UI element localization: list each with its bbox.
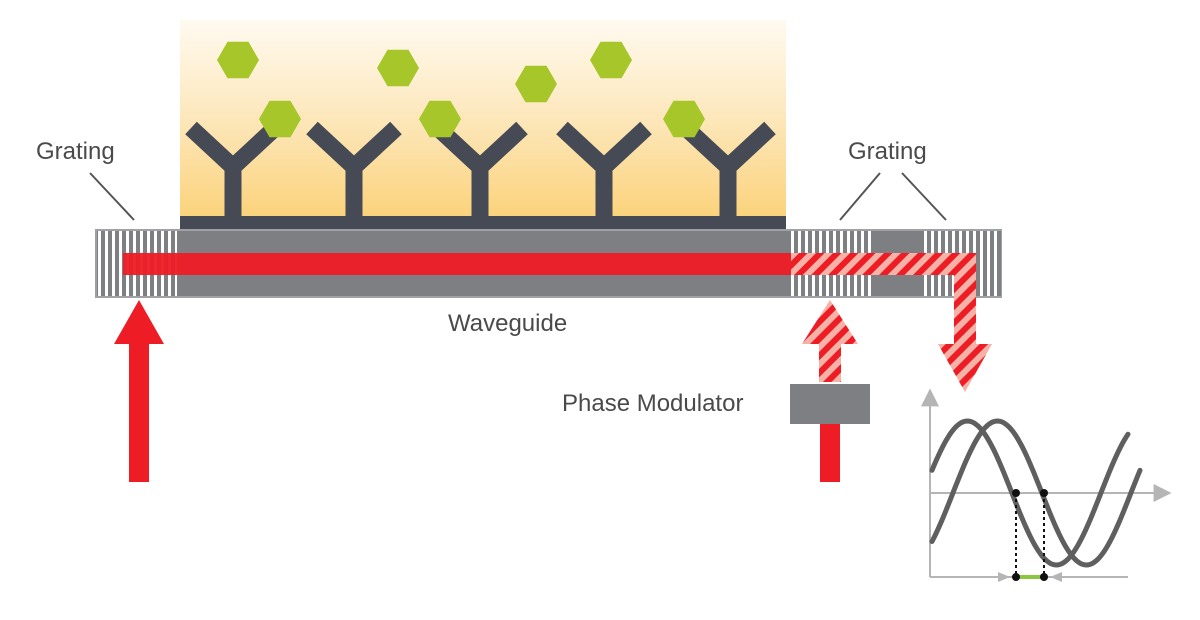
baseline-point-2 xyxy=(1040,573,1048,581)
down-arrow-icon xyxy=(938,338,992,392)
crossing-point-2 xyxy=(1040,489,1048,497)
phase-modulator-box xyxy=(790,384,870,424)
waveguide-label: Waveguide xyxy=(448,310,568,337)
analytes xyxy=(217,41,705,138)
reference-wave xyxy=(929,418,1131,568)
shifted-wave xyxy=(929,418,1143,568)
phase-shift-arrow-icon-2 xyxy=(1050,572,1062,582)
phase-plot xyxy=(921,388,1172,582)
modulated-up-arrow-icon xyxy=(802,300,858,382)
grating-right-callout-1 xyxy=(839,172,881,221)
modulator-input-beam xyxy=(820,424,840,482)
grating-right-callout-2 xyxy=(901,172,947,221)
reference-beam xyxy=(791,253,976,340)
analyte-hexagon-icon xyxy=(663,100,705,138)
phase-modulator-label: Phase Modulator xyxy=(562,390,744,417)
crossing-point-1 xyxy=(1012,489,1020,497)
laser-beam xyxy=(123,253,791,275)
baseline-point-1 xyxy=(1012,573,1020,581)
antibody-icon xyxy=(556,121,652,216)
grating-left-label: Grating xyxy=(36,138,115,165)
analyte-hexagon-icon xyxy=(419,100,461,138)
analyte-hexagon-icon xyxy=(217,41,259,79)
analyte-hexagon-icon xyxy=(590,41,632,79)
analyte-hexagon-icon xyxy=(259,100,301,138)
phase-shift-arrow-icon xyxy=(998,572,1010,582)
analyte-hexagon-icon xyxy=(377,49,419,87)
grating-left-callout xyxy=(89,172,135,221)
analyte-hexagon-icon xyxy=(515,65,557,103)
up-arrow-icon xyxy=(114,300,164,482)
grating-right-label: Grating xyxy=(848,138,927,165)
surface-layer xyxy=(180,216,786,230)
antibodies xyxy=(185,121,776,216)
antibody-icon xyxy=(306,121,402,216)
